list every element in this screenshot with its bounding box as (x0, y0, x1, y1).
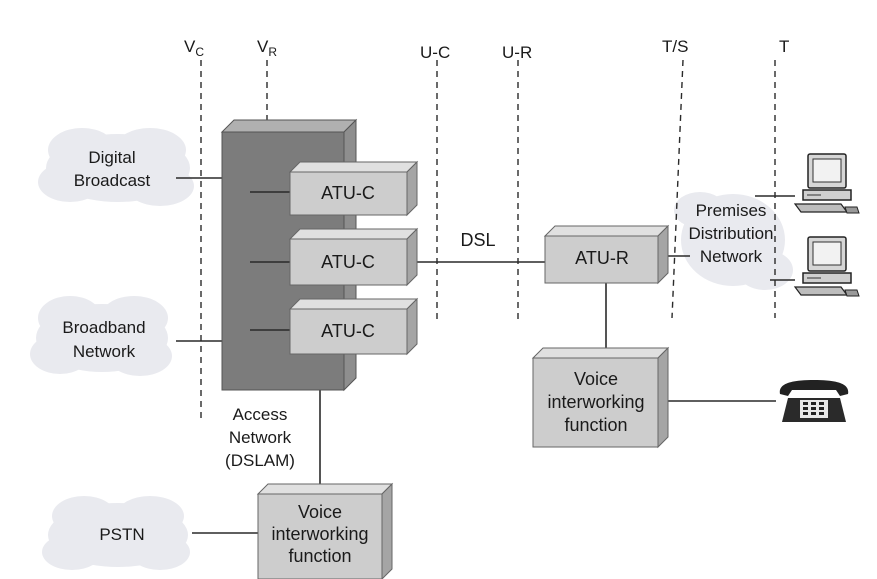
access-network-label-1: Access (233, 405, 288, 424)
premises-label-2: Distribution (688, 224, 773, 243)
pstn-label: PSTN (99, 525, 144, 544)
computer-icon (793, 153, 860, 214)
voice-interworking-box-network: Voice interworking function (256, 482, 394, 579)
svg-text:Voice: Voice (298, 502, 342, 522)
digital-broadcast-label-1: Digital (88, 148, 135, 167)
ref-label-uc: U-C (420, 43, 450, 62)
svg-text:function: function (288, 546, 351, 566)
premises-label-3: Network (700, 247, 763, 266)
digital-broadcast-label-2: Broadcast (74, 171, 151, 190)
cloud-premises (674, 192, 793, 290)
voice-interworking-box-customer: Voice interworking function (531, 346, 670, 449)
ref-label-ts: T/S (662, 37, 688, 56)
broadband-label-2: Network (73, 342, 136, 361)
dsl-label: DSL (460, 230, 495, 250)
ref-line-ts (671, 59, 684, 319)
ref-label-t: T (779, 37, 789, 56)
atu-r-box: ATU-R (543, 224, 670, 285)
atu-r-label: ATU-R (575, 248, 629, 268)
ref-label-vc: VC (184, 37, 204, 59)
atu-c-box-3: ATU-C (250, 297, 419, 356)
access-network-label-2: Network (229, 428, 292, 447)
broadband-label-1: Broadband (62, 318, 145, 337)
atu-c-label-2: ATU-C (321, 252, 375, 272)
access-network-label-3: (DSLAM) (225, 451, 295, 470)
ref-label-vr: VR (257, 37, 277, 59)
cloud-broadband-network (30, 296, 172, 376)
premises-label-1: Premises (696, 201, 767, 220)
telephone-icon (779, 380, 849, 422)
atu-c-label-1: ATU-C (321, 183, 375, 203)
atu-c-label-3: ATU-C (321, 321, 375, 341)
computer-icon (793, 236, 860, 297)
atu-c-box-2: ATU-C (250, 227, 419, 287)
cloud-pstn (42, 496, 190, 570)
atu-c-box-1: ATU-C (250, 160, 419, 217)
cloud-digital-broadcast (38, 128, 194, 206)
ref-label-ur: U-R (502, 43, 532, 62)
svg-text:interworking: interworking (271, 524, 368, 544)
svg-text:function: function (564, 415, 627, 435)
svg-text:interworking: interworking (547, 392, 644, 412)
svg-text:Voice: Voice (574, 369, 618, 389)
